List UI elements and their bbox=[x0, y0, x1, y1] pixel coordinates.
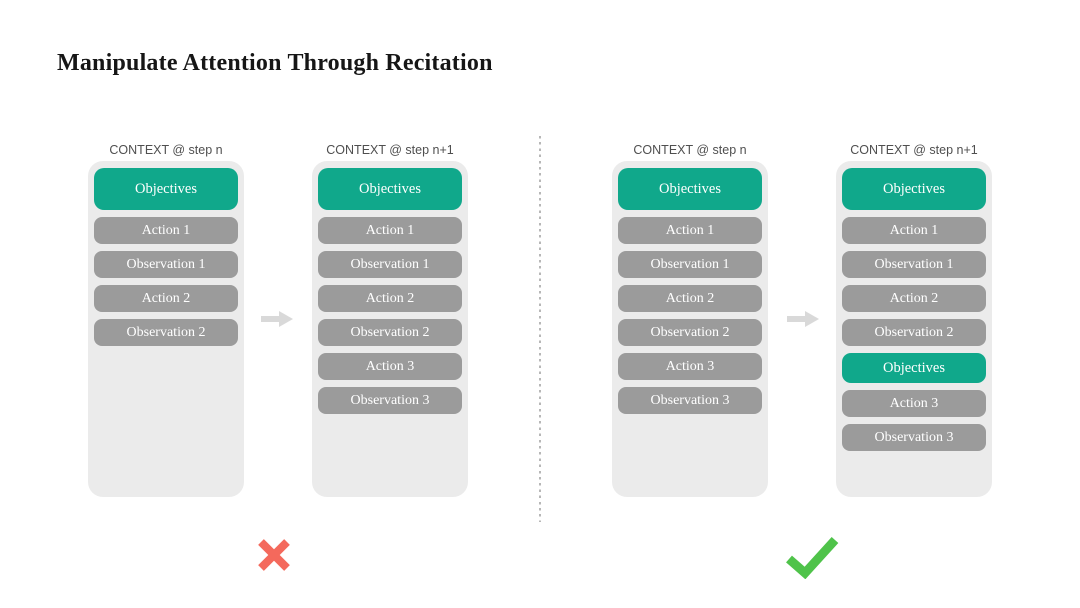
context-column-right-before: Objectives Action 1 Observation 1 Action… bbox=[612, 161, 768, 497]
pill-observation-3: Observation 3 bbox=[318, 387, 462, 414]
pill-objectives: Objectives bbox=[94, 168, 238, 210]
pill-observation-2: Observation 2 bbox=[94, 319, 238, 346]
pill-action-1: Action 1 bbox=[842, 217, 986, 244]
pill-objectives: Objectives bbox=[618, 168, 762, 210]
pill-action-3: Action 3 bbox=[842, 390, 986, 417]
pill-observation-1: Observation 1 bbox=[618, 251, 762, 278]
divider bbox=[539, 136, 541, 522]
slide-title: Manipulate Attention Through Recitation bbox=[57, 50, 493, 76]
pill-observation-1: Observation 1 bbox=[94, 251, 238, 278]
pill-action-3: Action 3 bbox=[318, 353, 462, 380]
context-header-left-before: CONTEXT @ step n bbox=[109, 143, 223, 157]
context-header-left-after: CONTEXT @ step n+1 bbox=[326, 143, 454, 157]
pill-action-1: Action 1 bbox=[318, 217, 462, 244]
pill-observation-2: Observation 2 bbox=[842, 319, 986, 346]
pill-objectives: Objectives bbox=[842, 168, 986, 210]
cross-icon bbox=[258, 539, 290, 571]
pill-action-1: Action 1 bbox=[94, 217, 238, 244]
pill-action-3: Action 3 bbox=[618, 353, 762, 380]
arrow-right-icon bbox=[787, 311, 819, 327]
pill-action-2: Action 2 bbox=[94, 285, 238, 312]
pill-objectives: Objectives bbox=[318, 168, 462, 210]
context-column-left-after: Objectives Action 1 Observation 1 Action… bbox=[312, 161, 468, 497]
pill-observation-1: Observation 1 bbox=[318, 251, 462, 278]
pill-observation-2: Observation 2 bbox=[318, 319, 462, 346]
context-column-right-after: Objectives Action 1 Observation 1 Action… bbox=[836, 161, 992, 497]
check-icon bbox=[786, 536, 839, 579]
context-column-left-before: Objectives Action 1 Observation 1 Action… bbox=[88, 161, 244, 497]
arrow-right-icon bbox=[261, 311, 293, 327]
pill-action-1: Action 1 bbox=[618, 217, 762, 244]
pill-observation-2: Observation 2 bbox=[618, 319, 762, 346]
pill-action-2: Action 2 bbox=[842, 285, 986, 312]
pill-observation-1: Observation 1 bbox=[842, 251, 986, 278]
pill-action-2: Action 2 bbox=[318, 285, 462, 312]
pill-action-2: Action 2 bbox=[618, 285, 762, 312]
pill-objectives-recited: Objectives bbox=[842, 353, 986, 383]
context-header-right-before: CONTEXT @ step n bbox=[633, 143, 747, 157]
pill-observation-3: Observation 3 bbox=[842, 424, 986, 451]
context-header-right-after: CONTEXT @ step n+1 bbox=[850, 143, 978, 157]
pill-observation-3: Observation 3 bbox=[618, 387, 762, 414]
